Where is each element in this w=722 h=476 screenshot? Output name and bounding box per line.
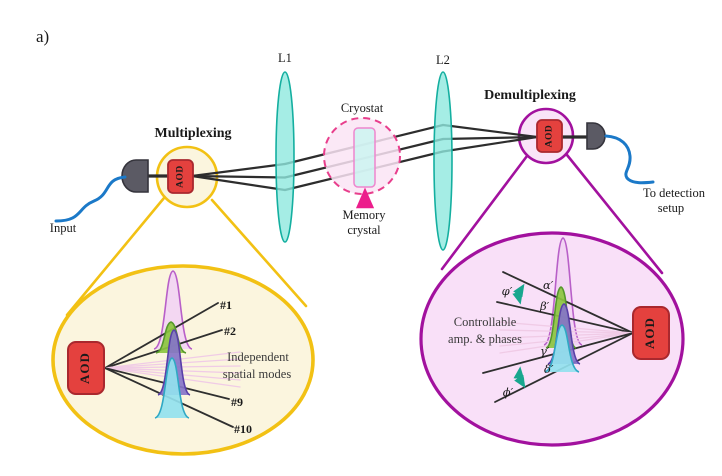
angle-arrow-bottom: [513, 366, 526, 389]
mux-aod-box: [167, 159, 194, 194]
output-fiber-connector: [586, 122, 606, 150]
output-fiber: [604, 134, 655, 185]
demux-inset-caption-line1: Controllable: [454, 315, 517, 329]
beam-top-seg1: [190, 162, 287, 178]
beam-bot-seg1: [190, 174, 287, 192]
angle-label-delta: δ′: [544, 362, 554, 376]
mux-inset-caption-line1: Independent: [227, 350, 289, 364]
lens-l2: [433, 71, 453, 251]
angle-label-beta: β′: [539, 299, 550, 313]
mode1-pulse-lavender: [153, 270, 193, 350]
alpha-beam: [502, 271, 634, 334]
input-fiber: [54, 175, 127, 223]
lens2-label: L2: [436, 53, 450, 67]
mux-aod: AOD: [167, 159, 194, 194]
mux-inset-aod-box: [67, 341, 105, 395]
beam-bot-seg3: [441, 135, 539, 153]
demux-inset-aod-box: [632, 306, 670, 360]
multiplexing-inset-ellipse: [51, 264, 315, 456]
multiplexing-label: Multiplexing: [154, 126, 231, 141]
angle-label-alpha: α′: [543, 278, 554, 292]
detection-label-line2: setup: [658, 201, 684, 215]
lens-l1: [275, 71, 295, 243]
demultiplexing-inset: AOD φ′ ϕ′ α′ β′ γ′ δ′ Controllable amp. …: [448, 237, 670, 403]
multiplexing-inset: AOD #1 #2 #9 #10 Independent spatial mod…: [67, 270, 292, 436]
mux-aod-label: AOD: [176, 165, 186, 188]
demux-inset-aod-label: AOD: [642, 317, 657, 349]
beam-top-seg3: [441, 123, 539, 139]
demux-pulse-cyan: [544, 324, 580, 373]
mode10-pulse-cyan: [154, 357, 190, 419]
beam-mid-seg3: [441, 135, 539, 141]
magnifier-fan-lines: [65, 153, 664, 317]
mux-inset-aod-label: AOD: [77, 352, 92, 384]
angle-label-phi: ϕ′: [503, 385, 514, 399]
mux-fan-line-left: [65, 196, 166, 317]
memory-crystal-label-line2: crystal: [347, 223, 381, 237]
mux-fan-line-right: [210, 198, 308, 308]
demux-aod-label: AOD: [545, 125, 555, 148]
mux-inset-caption-line2: spatial modes: [223, 367, 292, 381]
demux-aod-box: [536, 119, 563, 153]
mode-label-9: #9: [231, 395, 243, 409]
input-label: Input: [50, 221, 77, 235]
memory-crystal: [353, 127, 376, 188]
mode-label-10: #10: [234, 422, 252, 436]
demux-fan-line-left: [440, 154, 529, 271]
angle-label-gamma: γ′: [540, 344, 550, 358]
panel-label: a): [36, 27, 49, 46]
demultiplexing-label: Demultiplexing: [484, 88, 576, 103]
memory-crystal-label-line1: Memory: [342, 208, 386, 222]
demux-aod: AOD: [536, 119, 563, 153]
lens1-label: L1: [278, 51, 292, 65]
mode-label-1: #1: [220, 298, 232, 312]
demux-fan-line-right: [565, 153, 664, 275]
mode-label-2: #2: [224, 324, 236, 338]
cryostat-label: Cryostat: [341, 101, 384, 115]
demux-inset-caption-line2: amp. & phases: [448, 332, 522, 346]
angle-arrow-top: [512, 283, 525, 305]
beam-mid-seg1: [190, 174, 287, 179]
mode1-beam: [104, 302, 219, 369]
detection-label-line1: To detection: [643, 186, 706, 200]
angle-label-varphi: φ′: [502, 284, 513, 298]
